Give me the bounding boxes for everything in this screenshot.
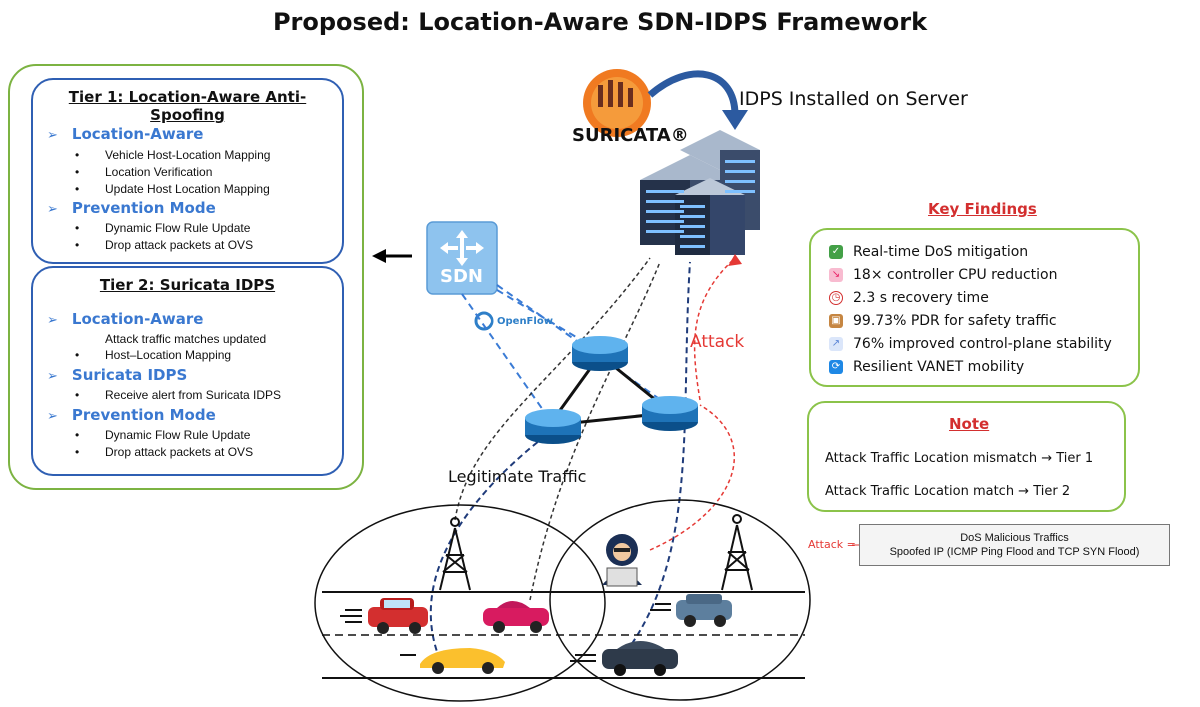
traffic-path (619, 261, 691, 661)
car-blue-icon (676, 594, 732, 627)
list-item: Drop attack packets at OVS (75, 238, 253, 252)
attack-legend-prefix: Attack = (808, 538, 856, 551)
traffic-path (454, 257, 651, 521)
tier2-box: Tier 2: Suricata IDPS ➢Location-Aware At… (31, 266, 344, 476)
rsu-coverage-left (314, 504, 606, 702)
rsu-coverage-right (549, 499, 811, 701)
openflow-logo-icon (474, 311, 494, 331)
tier2-section-heading: ➢Prevention Mode (47, 406, 216, 424)
tier2-section-heading: ➢Suricata IDPS (47, 366, 188, 384)
check-icon: ✓ (829, 245, 843, 259)
tiers-container (8, 64, 364, 490)
package-icon: ▣ (829, 314, 843, 328)
cycle-icon: ⟳ (829, 360, 843, 374)
list-item: Update Host Location Mapping (75, 182, 270, 196)
list-item: Receive alert from Suricata IDPS (75, 388, 281, 402)
server-rack-icon (640, 130, 760, 255)
attacker-icon (602, 534, 642, 587)
arrow-bullet-icon: ➢ (47, 313, 58, 328)
note-panel: Note Attack Traffic Location mismatch → … (807, 401, 1126, 512)
list-item: Drop attack packets at OVS (75, 445, 253, 459)
chart-down-icon: ↘ (829, 268, 843, 282)
tier2-section-heading: ➢Location-Aware (47, 310, 204, 328)
switch-icon (642, 396, 698, 431)
attack-path-label: Attack (690, 332, 745, 352)
list-item: Vehicle Host-Location Mapping (75, 148, 270, 162)
speed-lines (340, 603, 671, 662)
install-arrow-icon (647, 70, 739, 116)
attack-arrowhead-icon (728, 254, 742, 266)
attack-legend-line1: DoS Malicious Traffics (960, 532, 1069, 544)
idps-server-label: IDPS Installed on Server (739, 88, 968, 110)
arrow-bullet-icon: ➢ (47, 369, 58, 384)
attack-legend-box: DoS Malicious Traffics Spoofed IP (ICMP … (859, 524, 1170, 566)
suricata-logo-icon (583, 69, 651, 137)
note-line: Attack Traffic Location mismatch → Tier … (825, 451, 1094, 466)
car-red-icon (368, 598, 428, 634)
finding-item: ↗76% improved control-plane stability (829, 336, 1112, 352)
car-dark-icon (602, 641, 678, 676)
list-item: Dynamic Flow Rule Update (75, 221, 250, 235)
arrow-bullet-icon: ➢ (47, 128, 58, 143)
finding-item: ✓Real-time DoS mitigation (829, 244, 1028, 260)
arrow-bullet-icon: ➢ (47, 409, 58, 424)
tier1-section-heading: ➢Prevention Mode (47, 199, 216, 217)
sdn-label: SDN (440, 266, 483, 287)
attack-legend-line2: Spoofed IP (ICMP Ping Flood and TCP SYN … (889, 546, 1140, 558)
finding-item: ↘18× controller CPU reduction (829, 267, 1057, 283)
list-item: Dynamic Flow Rule Update (75, 428, 250, 442)
car-yellow-icon (420, 648, 505, 674)
suricata-logo-text: SURICATA® (572, 125, 689, 146)
list-item-continued: Host–Location Mapping (75, 348, 231, 362)
openflow-label: OpenFlow (497, 316, 553, 327)
road (322, 591, 805, 679)
legitimate-traffic-label: Legitimate Traffic (448, 467, 587, 486)
finding-item: ⟳Resilient VANET mobility (829, 359, 1024, 375)
tier2-title: Tier 2: Suricata IDPS (99, 276, 276, 294)
arrow-bullet-icon: ➢ (47, 202, 58, 217)
tier1-box: Tier 1: Location-Aware Anti-Spoofing ➢Lo… (31, 78, 344, 264)
install-arrowhead-icon (722, 110, 748, 130)
rsu-tower-icon (439, 517, 471, 591)
switch-icon (525, 409, 581, 444)
left-arrow-icon (372, 249, 412, 263)
rsu-tower-icon (721, 514, 753, 591)
page-title: Proposed: Location-Aware SDN-IDPS Framew… (272, 8, 928, 36)
switch-icon (572, 336, 628, 371)
chart-up-icon: ↗ (829, 337, 843, 351)
list-item: Location Verification (75, 165, 212, 179)
attack-path (649, 404, 736, 551)
key-findings-title: Key Findings (928, 200, 1037, 218)
tier1-title: Tier 1: Location-Aware Anti-Spoofing (68, 88, 307, 124)
note-line: Attack Traffic Location match → Tier 2 (825, 484, 1071, 499)
openflow-links (461, 284, 669, 421)
finding-item: ▣99.73% PDR for safety traffic (829, 313, 1057, 329)
stopwatch-icon: ◷ (829, 291, 843, 305)
list-item: Attack traffic matches updated (105, 332, 267, 346)
tier1-section-heading: ➢Location-Aware (47, 125, 204, 143)
note-title: Note (949, 415, 990, 433)
traffic-path (429, 429, 554, 661)
traffic-path (529, 261, 661, 601)
finding-item: ◷2.3 s recovery time (829, 290, 989, 306)
attack-path (693, 257, 736, 401)
key-findings-panel: ✓Real-time DoS mitigation ↘18× controlle… (809, 228, 1140, 387)
car-pink-icon (483, 601, 549, 633)
